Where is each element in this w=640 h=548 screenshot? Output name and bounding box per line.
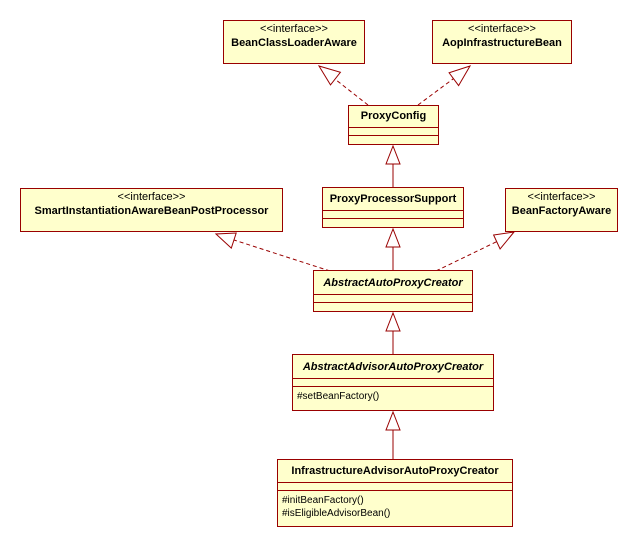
class-aop-infrastructure-bean: <<interface>> AopInfrastructureBean — [432, 20, 572, 64]
operations-compartment — [349, 135, 438, 143]
operations-compartment: #setBeanFactory() — [293, 386, 493, 406]
realization-arrowhead — [448, 65, 472, 87]
attributes-compartment — [323, 210, 463, 218]
class-name: ProxyProcessorSupport — [329, 193, 457, 205]
realization-edge-abstractautoproxycreator-beanfactoryaware — [435, 240, 499, 272]
attributes-compartment — [314, 294, 472, 302]
realization-arrowhead — [492, 231, 516, 250]
stereotype-label: <<interface>> — [527, 191, 596, 203]
stereotype-label: <<interface>> — [260, 23, 328, 35]
class-name: AopInfrastructureBean — [442, 37, 562, 49]
operation-init-bean-factory: #initBeanFactory() — [282, 495, 364, 506]
class-abstract-auto-proxy-creator: AbstractAutoProxyCreator — [313, 270, 473, 312]
realization-edge-proxyconfig-aopinfrastructurebean — [417, 75, 458, 106]
attributes-compartment — [349, 127, 438, 135]
realization-edge-proxyconfig-beanclassloaderaware — [330, 75, 369, 106]
class-name: InfrastructureAdvisorAutoProxyCreator — [291, 465, 499, 477]
class-name: BeanClassLoaderAware — [231, 37, 357, 49]
realization-edge-abstractautoproxycreator-smartinstantiation — [233, 239, 331, 272]
operation-set-bean-factory: #setBeanFactory() — [297, 391, 380, 402]
operations-compartment — [314, 302, 472, 310]
class-proxy-config: ProxyConfig — [348, 105, 439, 145]
generalization-arrowhead — [385, 144, 401, 165]
class-smart-instantiation-aware-bean-post-processor: <<interface>> SmartInstantiationAwareBea… — [20, 188, 283, 232]
realization-arrowhead — [317, 65, 342, 86]
attributes-compartment — [293, 378, 493, 386]
class-name: BeanFactoryAware — [511, 205, 612, 217]
class-proxy-processor-support: ProxyProcessorSupport — [322, 187, 464, 228]
class-bean-factory-aware: <<interface>> BeanFactoryAware — [505, 188, 618, 232]
class-infrastructure-advisor-auto-proxy-creator: InfrastructureAdvisorAutoProxyCreator #i… — [277, 459, 513, 527]
class-name: SmartInstantiationAwareBeanPostProcessor — [34, 205, 269, 217]
class-name: ProxyConfig — [360, 110, 427, 122]
operations-compartment — [323, 218, 463, 226]
class-name: AbstractAutoProxyCreator — [323, 277, 463, 289]
realization-arrowhead — [214, 232, 237, 249]
generalization-arrowhead — [385, 410, 401, 431]
operations-compartment: #initBeanFactory() #isEligibleAdvisorBea… — [278, 490, 512, 523]
class-bean-class-loader-aware: <<interface>> BeanClassLoaderAware — [223, 20, 365, 64]
attributes-compartment — [278, 482, 512, 490]
class-name: AbstractAdvisorAutoProxyCreator — [302, 361, 484, 373]
stereotype-label: <<interface>> — [468, 23, 536, 35]
generalization-arrowhead — [385, 311, 401, 332]
stereotype-label: <<interface>> — [117, 191, 186, 203]
generalization-arrowhead — [385, 227, 401, 248]
class-abstract-advisor-auto-proxy-creator: AbstractAdvisorAutoProxyCreator #setBean… — [292, 354, 494, 411]
operation-is-eligible-advisor-bean: #isEligibleAdvisorBean() — [282, 508, 391, 519]
